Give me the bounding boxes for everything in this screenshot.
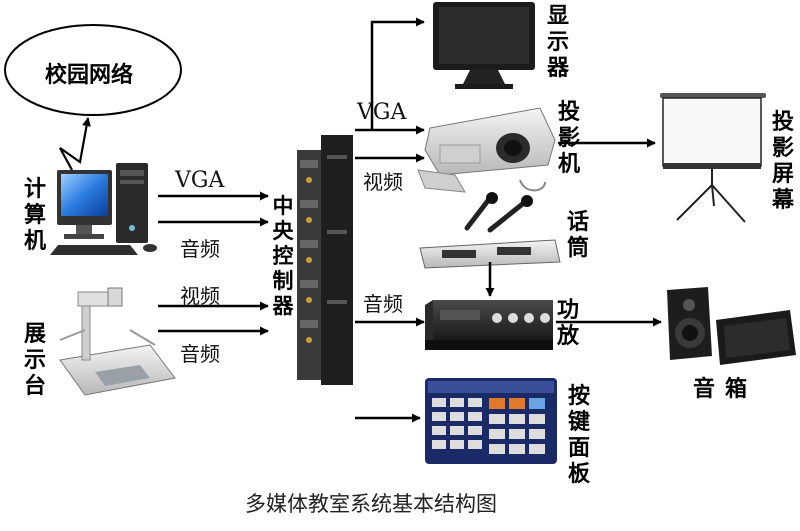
- central-controller-label: 中央控制器: [272, 194, 294, 318]
- amplifier-label: 功放: [556, 298, 579, 349]
- projector-icon: [417, 107, 556, 193]
- microphone-icon: [419, 192, 561, 269]
- monitor-icon: [433, 2, 535, 89]
- edge-label-audio-1: 音频: [180, 237, 220, 261]
- showcase-label: 展示台: [23, 322, 46, 399]
- projection-screen-label: 投影屏幕: [771, 110, 794, 213]
- edge-label-vga-1: VGA: [175, 168, 225, 193]
- speakers-label: 音箱: [693, 377, 758, 402]
- showcase-icon: [59, 287, 176, 396]
- diagram-caption: 多媒体教室系统基本结构图: [245, 492, 497, 516]
- edge-label-vga-2: VGA: [357, 100, 407, 125]
- key-panel-icon: [425, 378, 557, 464]
- projector-label: 投影机: [557, 100, 580, 177]
- central-controller-icon: [297, 135, 353, 385]
- projection-screen-icon: [660, 93, 766, 223]
- computer-label: 计算机: [23, 177, 46, 254]
- edge-label-video-1: 视频: [180, 284, 220, 308]
- key-panel-label: 按键面板: [567, 384, 590, 487]
- edge-label-video-2: 视频: [363, 170, 403, 194]
- computer-icon: [50, 163, 157, 255]
- monitor-label: 显示器: [546, 4, 569, 81]
- arrow-to-monitor: [370, 17, 425, 130]
- network-link-line: [59, 117, 91, 171]
- edge-label-audio-2: 音频: [180, 342, 220, 366]
- campus-network-label: 校园网络: [45, 63, 134, 88]
- microphone-label: 话筒: [566, 210, 589, 261]
- amplifier-icon: [425, 300, 553, 350]
- edge-label-audio-3: 音频: [363, 292, 403, 316]
- speakers-icon: [667, 287, 796, 365]
- campus-network-node: [4, 24, 182, 116]
